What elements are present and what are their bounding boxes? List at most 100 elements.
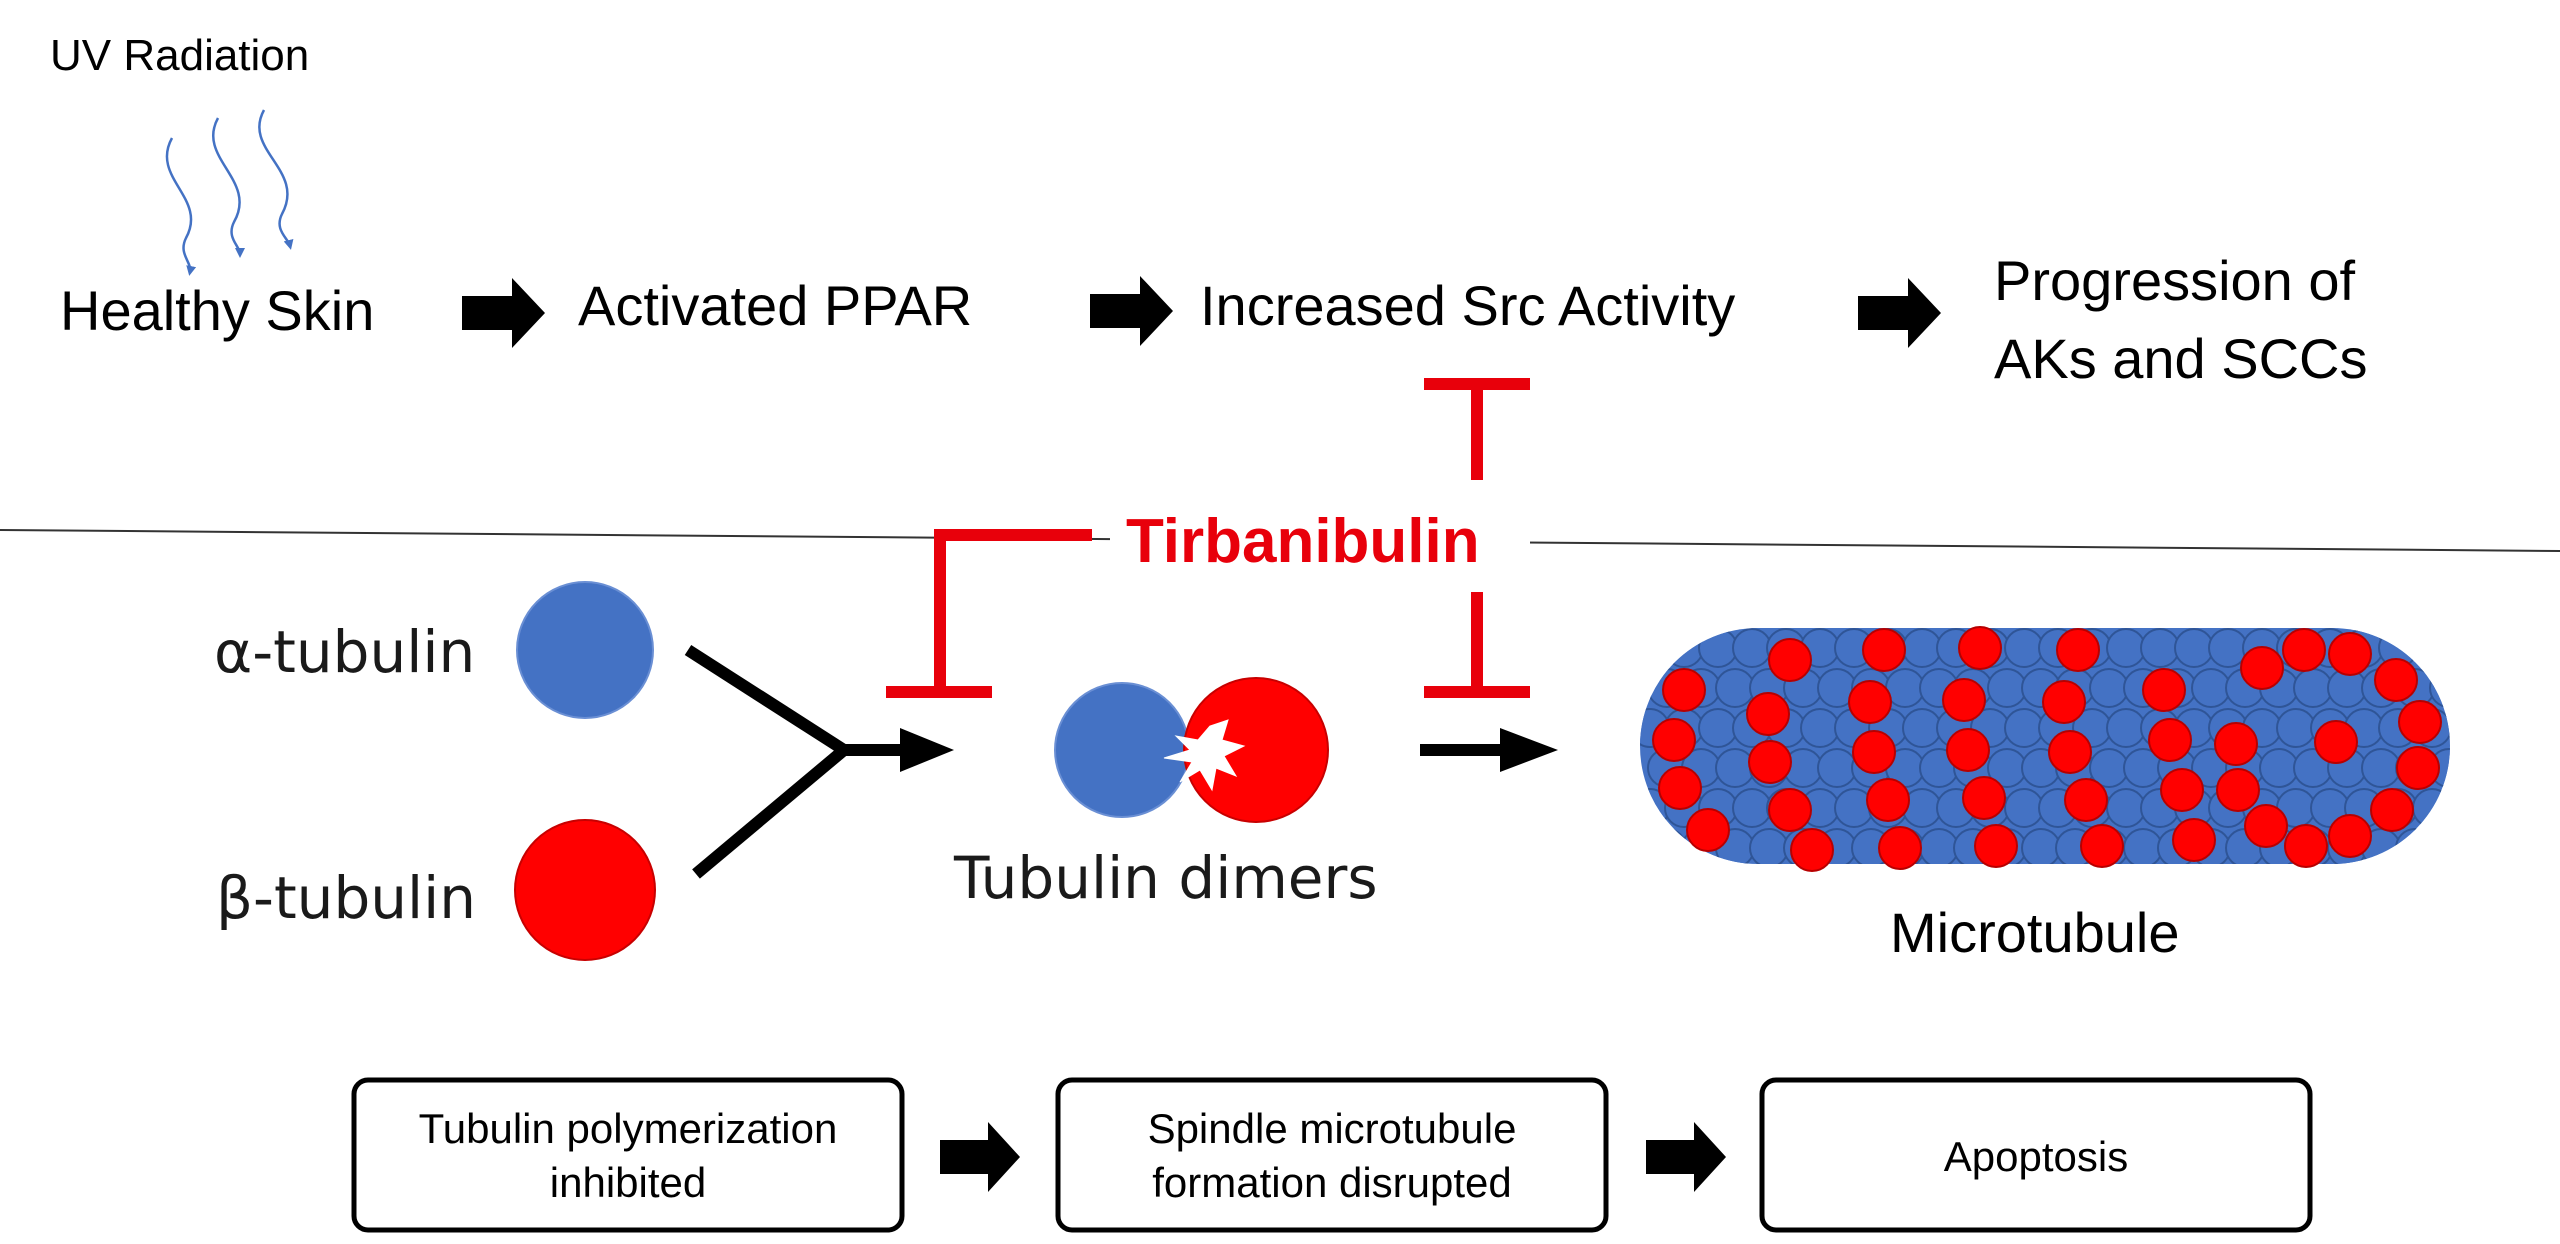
node-healthy-skin: Healthy Skin (60, 279, 374, 342)
lattice-subunit-icon (1732, 628, 1772, 668)
lattice-subunit-icon (1698, 708, 1738, 748)
arrow-icon (940, 1122, 1020, 1192)
svg-text:formation disrupted: formation disrupted (1152, 1159, 1512, 1206)
lattice-subunit-icon (2412, 788, 2450, 828)
lattice-subunit-icon (2089, 668, 2129, 708)
lattice-beta-subunit-icon (1866, 778, 1910, 822)
lattice-beta-subunit-icon (1652, 718, 1696, 762)
lattice-beta-subunit-icon (2282, 628, 2326, 672)
lattice-subunit-icon (2259, 748, 2299, 788)
tubulin-dimers-label: Tubulin dimers (953, 844, 1378, 912)
arrow-icon (462, 278, 545, 348)
lattice-subunit-icon (1647, 828, 1687, 864)
svg-text:Apoptosis: Apoptosis (1944, 1133, 2128, 1180)
lattice-subunit-icon (1640, 628, 1670, 668)
lattice-beta-subunit-icon (2396, 746, 2440, 790)
inhibitor-label: Tirbanibulin (1126, 507, 1480, 576)
consequence-box-apoptosis: Apoptosis (1759, 1077, 2313, 1233)
polymerization-arrow-icon (1420, 728, 1558, 772)
lattice-subunit-icon (1664, 628, 1704, 668)
lattice-subunit-icon (2429, 828, 2450, 864)
lattice-beta-subunit-icon (1746, 692, 1790, 736)
lattice-subunit-icon (2174, 628, 2214, 668)
lattice-subunit-icon (1732, 788, 1772, 828)
microtubule-icon (1640, 626, 2450, 872)
lattice-subunit-icon (1800, 708, 1840, 748)
inhibitor-label-bg (1110, 506, 1530, 582)
uv-radiation-label: UV Radiation (50, 31, 309, 80)
lattice-beta-subunit-icon (1748, 740, 1792, 784)
lattice-beta-subunit-icon (1958, 626, 2002, 670)
lattice-beta-subunit-icon (1962, 776, 2006, 820)
lattice-beta-subunit-icon (2398, 700, 2442, 744)
lattice-subunit-icon (2191, 668, 2231, 708)
lattice-beta-subunit-icon (2042, 680, 2086, 724)
lattice-beta-subunit-icon (2172, 818, 2216, 862)
inhibition-bars (886, 378, 1530, 698)
lattice-beta-subunit-icon (1662, 668, 1706, 712)
lattice-beta-subunit-icon (2370, 788, 2414, 832)
lattice-beta-subunit-icon (2240, 646, 2284, 690)
lattice-subunit-icon (1715, 748, 1755, 788)
beta-tubulin-icon (514, 819, 656, 961)
arrow-icon (1090, 276, 1173, 346)
lattice-beta-subunit-icon (2216, 768, 2260, 812)
outcome-label: Progression of AKs and SCCs (1994, 249, 2368, 390)
lattice-beta-subunit-icon (1658, 766, 1702, 810)
lattice-subunit-icon (2429, 668, 2450, 708)
lattice-beta-subunit-icon (1852, 730, 1896, 774)
lattice-beta-subunit-icon (1878, 826, 1922, 870)
lattice-beta-subunit-icon (1686, 808, 1730, 852)
lattice-beta-subunit-icon (2080, 824, 2124, 868)
lattice-subunit-icon (2004, 788, 2044, 828)
lattice-subunit-icon (2293, 668, 2333, 708)
lattice-beta-subunit-icon (2142, 668, 2186, 712)
svg-text:Tubulin polymerization: Tubulin polymerization (419, 1105, 838, 1152)
lattice-subunit-icon (1715, 668, 1755, 708)
lattice-beta-subunit-icon (1768, 788, 1812, 832)
lattice-subunit-icon (1902, 708, 1942, 748)
alpha-tubulin-label: α-tubulin (214, 618, 475, 686)
uv-rays-icon (165, 109, 294, 276)
lattice-beta-subunit-icon (2148, 718, 2192, 762)
lattice-beta-subunit-icon (2284, 824, 2328, 868)
lattice-beta-subunit-icon (1862, 628, 1906, 672)
beta-tubulin-label: β-tubulin (216, 864, 476, 932)
lattice-beta-subunit-icon (2056, 628, 2100, 672)
lattice-beta-subunit-icon (2328, 814, 2372, 858)
alpha-tubulin-icon (516, 581, 654, 719)
lattice-subunit-icon (1902, 628, 1942, 668)
consequence-box-spindle: Spindle microtubule formation disrupted (1055, 1077, 1609, 1233)
lattice-subunit-icon (2106, 628, 2146, 668)
lattice-beta-subunit-icon (2160, 768, 2204, 812)
arrow-icon (1858, 278, 1941, 348)
lattice-subunit-icon (1817, 748, 1857, 788)
lattice-beta-subunit-icon (2214, 722, 2258, 766)
lattice-beta-subunit-icon (2328, 632, 2372, 676)
lattice-subunit-icon (1698, 628, 1738, 668)
lattice-beta-subunit-icon (2048, 730, 2092, 774)
tubulin-dimer-icon (1054, 677, 1329, 823)
lattice-subunit-icon (2140, 628, 2180, 668)
lattice-subunit-icon (2276, 708, 2316, 748)
microtubule-label: Microtubule (1890, 901, 2179, 964)
lattice-beta-subunit-icon (1974, 824, 2018, 868)
lattice-subunit-icon (1919, 828, 1959, 864)
lattice-subunit-icon (2004, 708, 2044, 748)
node-increased-src-activity: Increased Src Activity (1200, 274, 1735, 337)
lattice-beta-subunit-icon (1942, 678, 1986, 722)
lattice-subunit-icon (1749, 828, 1789, 864)
lattice-subunit-icon (2123, 828, 2163, 864)
node-activated-ppar: Activated PPAR (578, 274, 972, 337)
lattice-subunit-icon (2361, 748, 2401, 788)
dimer-contact-icon (1163, 719, 1246, 792)
lattice-beta-subunit-icon (2244, 804, 2288, 848)
lattice-subunit-icon (2395, 828, 2435, 864)
svg-text:Progression of: Progression of (1994, 249, 2356, 312)
svg-text:inhibited: inhibited (550, 1159, 706, 1206)
arrow-icon (1646, 1122, 1726, 1192)
lattice-beta-subunit-icon (1790, 828, 1834, 872)
lattice-beta-subunit-icon (1946, 728, 1990, 772)
svg-text:Spindle microtubule: Spindle microtubule (1148, 1105, 1517, 1152)
